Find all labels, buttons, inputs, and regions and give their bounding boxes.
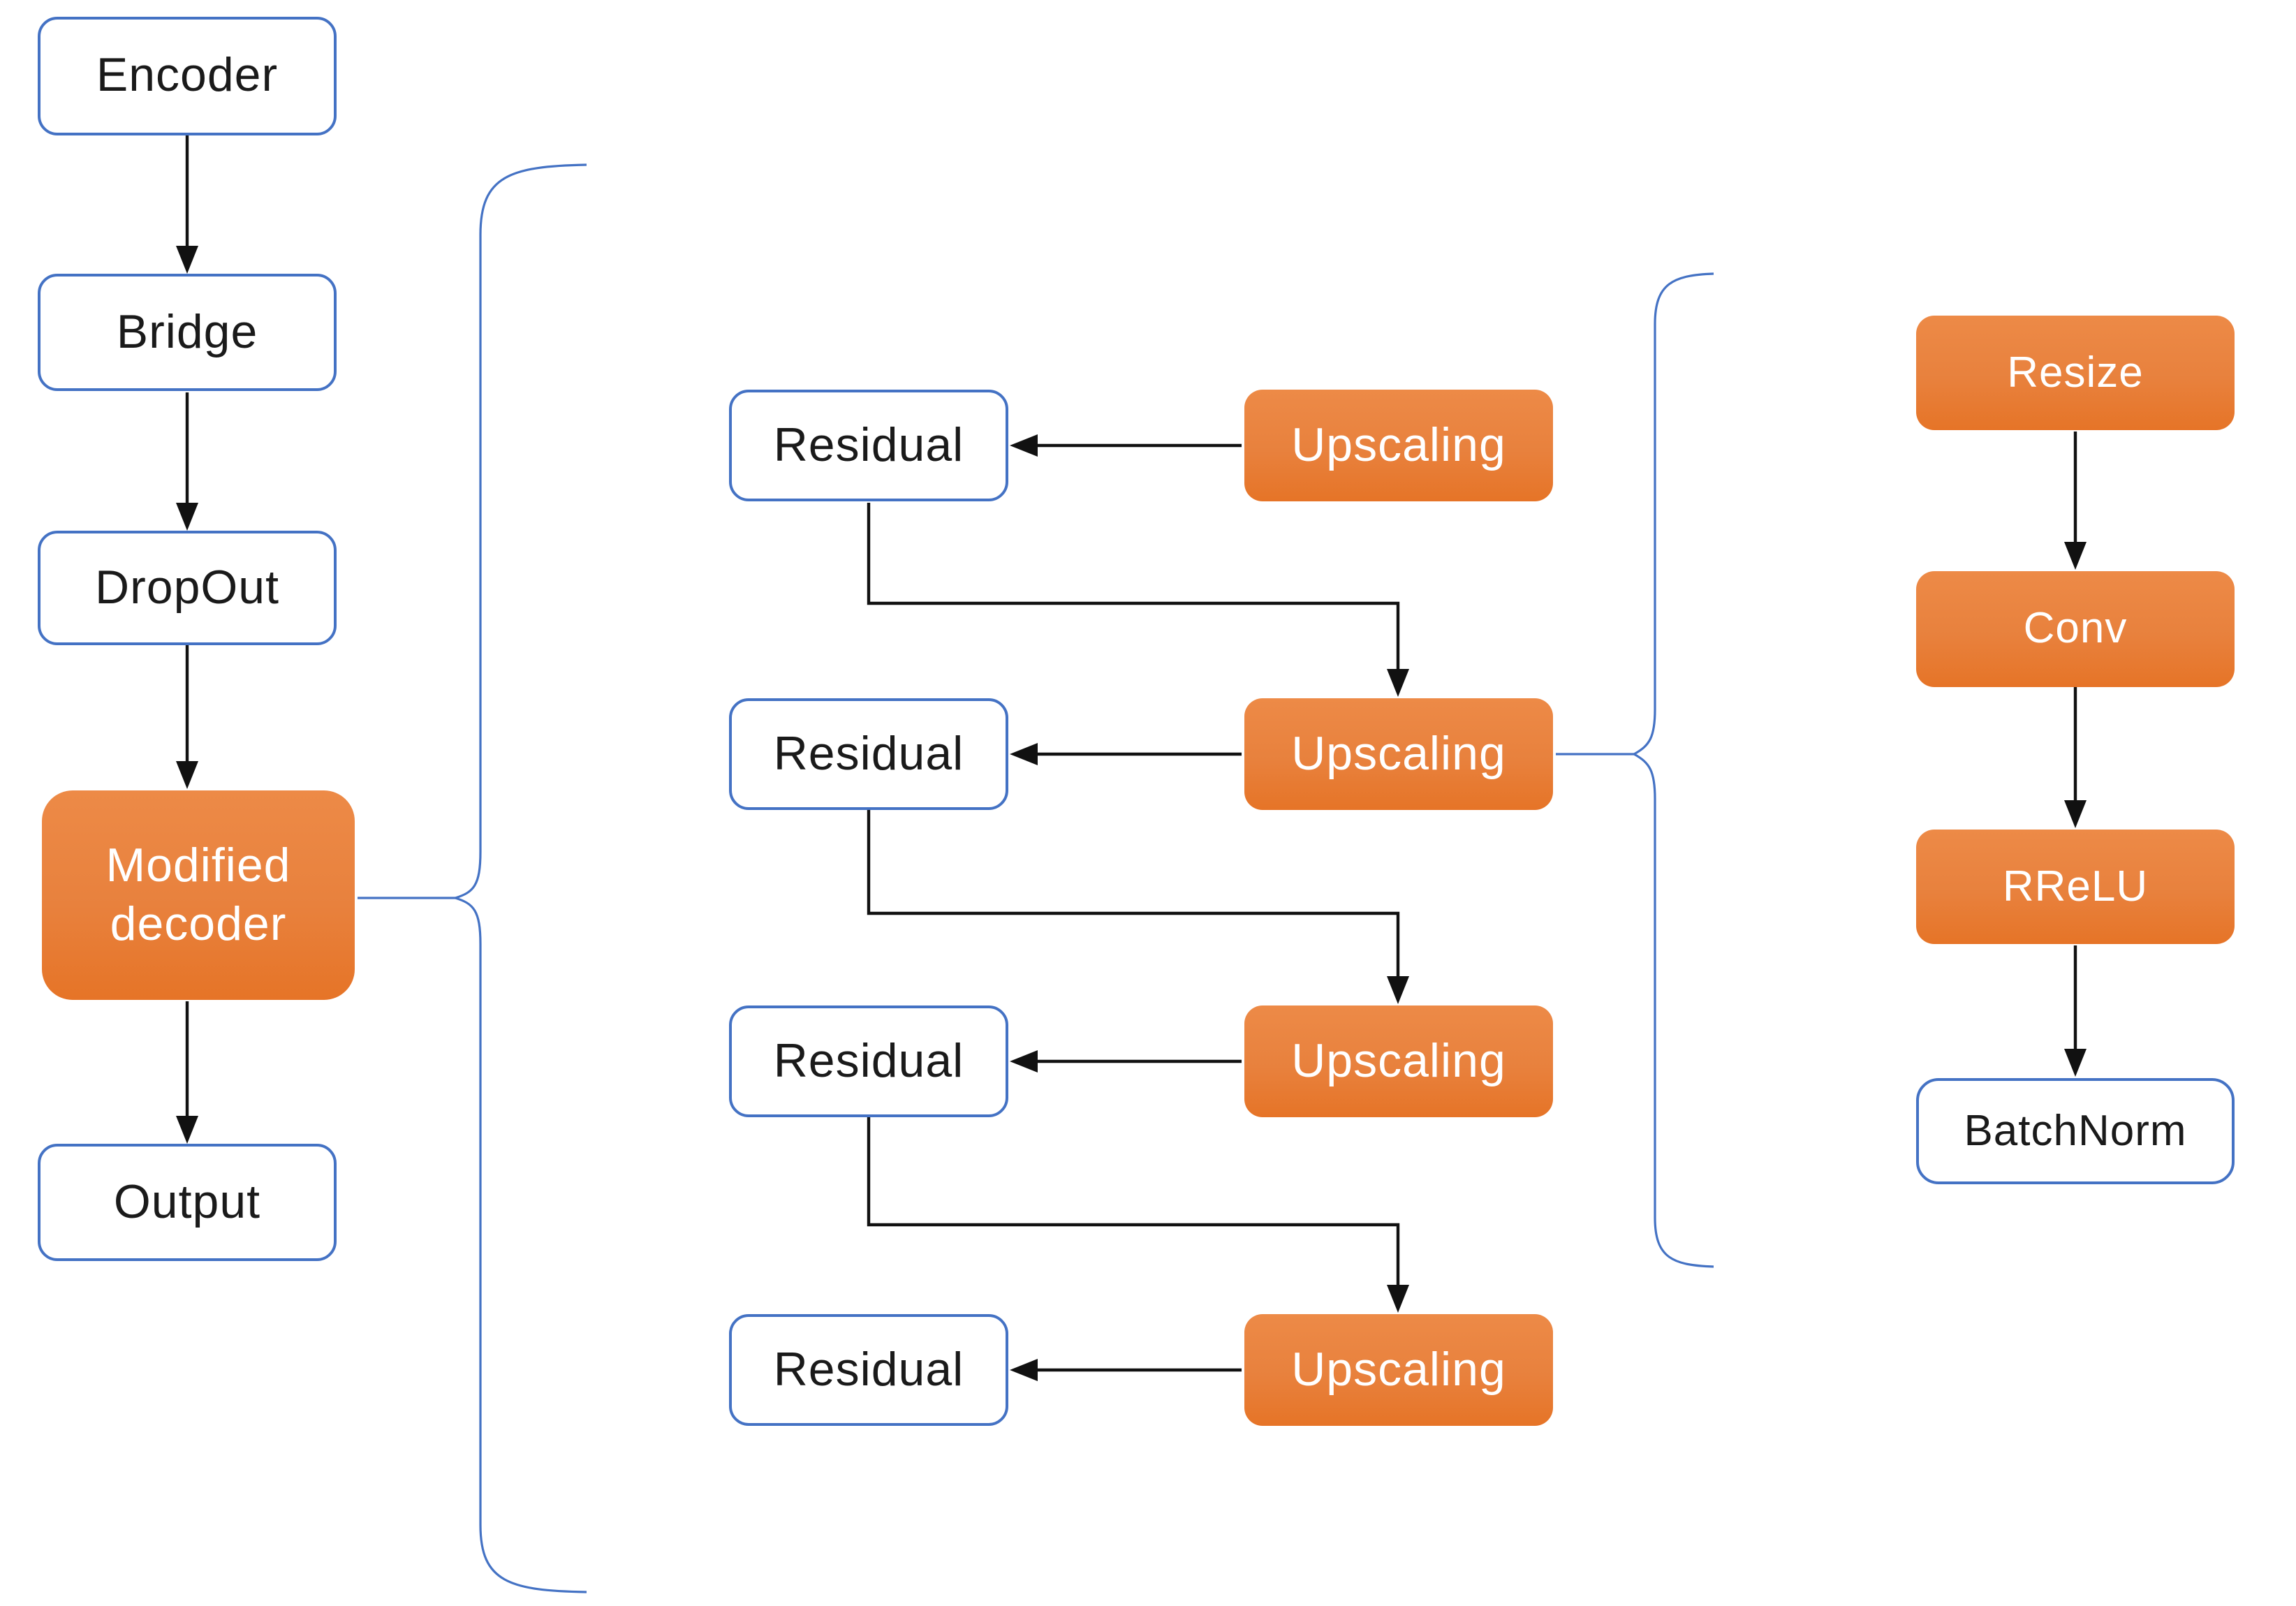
node-output-label: Output bbox=[113, 1175, 261, 1229]
node-upscaling-1-label: Upscaling bbox=[1291, 418, 1506, 472]
connector-residual3-to-upscaling4 bbox=[867, 1117, 1409, 1313]
node-residual-3: Residual bbox=[729, 1005, 1008, 1117]
node-upscaling-4: Upscaling bbox=[1244, 1314, 1553, 1426]
node-residual-3-label: Residual bbox=[773, 1034, 964, 1088]
connector-residual1-to-upscaling2 bbox=[867, 503, 1409, 697]
node-dropout: DropOut bbox=[38, 531, 337, 645]
node-upscaling-2-label: Upscaling bbox=[1291, 727, 1506, 781]
node-residual-4-label: Residual bbox=[773, 1343, 964, 1397]
node-bridge-label: Bridge bbox=[116, 305, 258, 359]
node-upscaling-3-label: Upscaling bbox=[1291, 1034, 1506, 1088]
node-upscaling-3: Upscaling bbox=[1244, 1005, 1553, 1117]
node-residual-2: Residual bbox=[729, 698, 1008, 810]
node-upscaling-2: Upscaling bbox=[1244, 698, 1553, 810]
node-residual-4: Residual bbox=[729, 1314, 1008, 1426]
node-batchnorm: BatchNorm bbox=[1916, 1078, 2235, 1184]
node-output: Output bbox=[38, 1144, 337, 1261]
node-modified-decoder: Modified decoder bbox=[42, 790, 355, 1000]
node-rrelu-label: RReLU bbox=[2002, 861, 2149, 911]
node-upscaling-1: Upscaling bbox=[1244, 390, 1553, 501]
node-upscaling-4-label: Upscaling bbox=[1291, 1343, 1506, 1397]
node-encoder: Encoder bbox=[38, 17, 337, 135]
node-conv: Conv bbox=[1916, 571, 2235, 687]
node-resize-label: Resize bbox=[2007, 347, 2144, 397]
brace-upscaling-expansion bbox=[1631, 272, 1714, 1268]
node-residual-1: Residual bbox=[729, 390, 1008, 501]
node-rrelu: RReLU bbox=[1916, 830, 2235, 944]
node-resize: Resize bbox=[1916, 316, 2235, 430]
node-residual-1-label: Residual bbox=[773, 418, 964, 472]
node-dropout-label: DropOut bbox=[95, 561, 279, 614]
node-residual-2-label: Residual bbox=[773, 727, 964, 781]
brace-decoder-expansion bbox=[451, 163, 587, 1593]
node-bridge: Bridge bbox=[38, 274, 337, 391]
node-encoder-label: Encoder bbox=[96, 49, 279, 103]
node-batchnorm-label: BatchNorm bbox=[1964, 1105, 2187, 1155]
connector-residual2-to-upscaling3 bbox=[867, 810, 1409, 1004]
node-conv-label: Conv bbox=[2023, 603, 2128, 653]
node-modified-decoder-label: Modified decoder bbox=[105, 839, 291, 951]
